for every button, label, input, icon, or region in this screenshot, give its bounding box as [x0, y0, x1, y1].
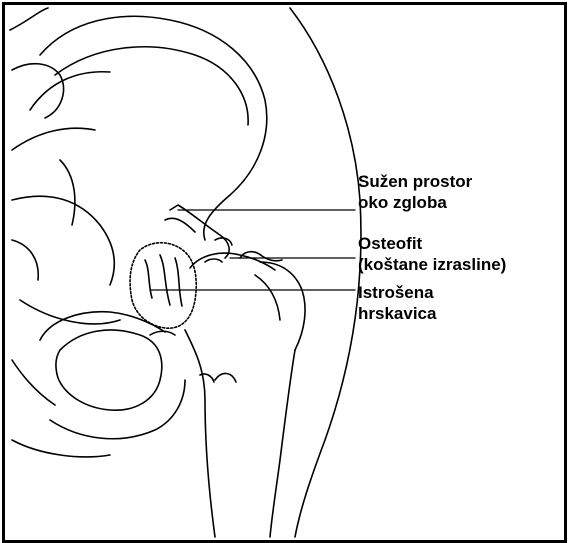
label-worn-cartilage-line2: hrskavica	[358, 303, 436, 324]
obturator-foramen	[56, 330, 162, 410]
greater-trochanter	[260, 262, 305, 350]
label-narrowed-joint-space: Sužen prostor oko zgloba	[358, 171, 472, 213]
body-outline-left	[10, 8, 48, 30]
label-worn-cartilage-line1: Istrošena	[358, 282, 436, 303]
acetabulum-roof	[170, 205, 229, 258]
femur-shaft-right	[270, 350, 295, 537]
label-osteophyte-line1: Osteofit	[358, 233, 506, 254]
label-narrowed-joint-space-line1: Sužen prostor	[358, 171, 472, 192]
label-osteophyte: Osteofit (koštane izrasline)	[358, 233, 506, 275]
label-osteophyte-line2: (koštane izrasline)	[358, 254, 506, 275]
body-outline	[290, 8, 361, 537]
iliac-wing-inner	[55, 47, 248, 125]
label-narrowed-joint-space-line2: oko zgloba	[358, 192, 472, 213]
label-worn-cartilage: Istrošena hrskavica	[358, 282, 436, 324]
femur-shaft-left	[185, 330, 215, 537]
worn-cartilage-shape	[130, 243, 196, 328]
